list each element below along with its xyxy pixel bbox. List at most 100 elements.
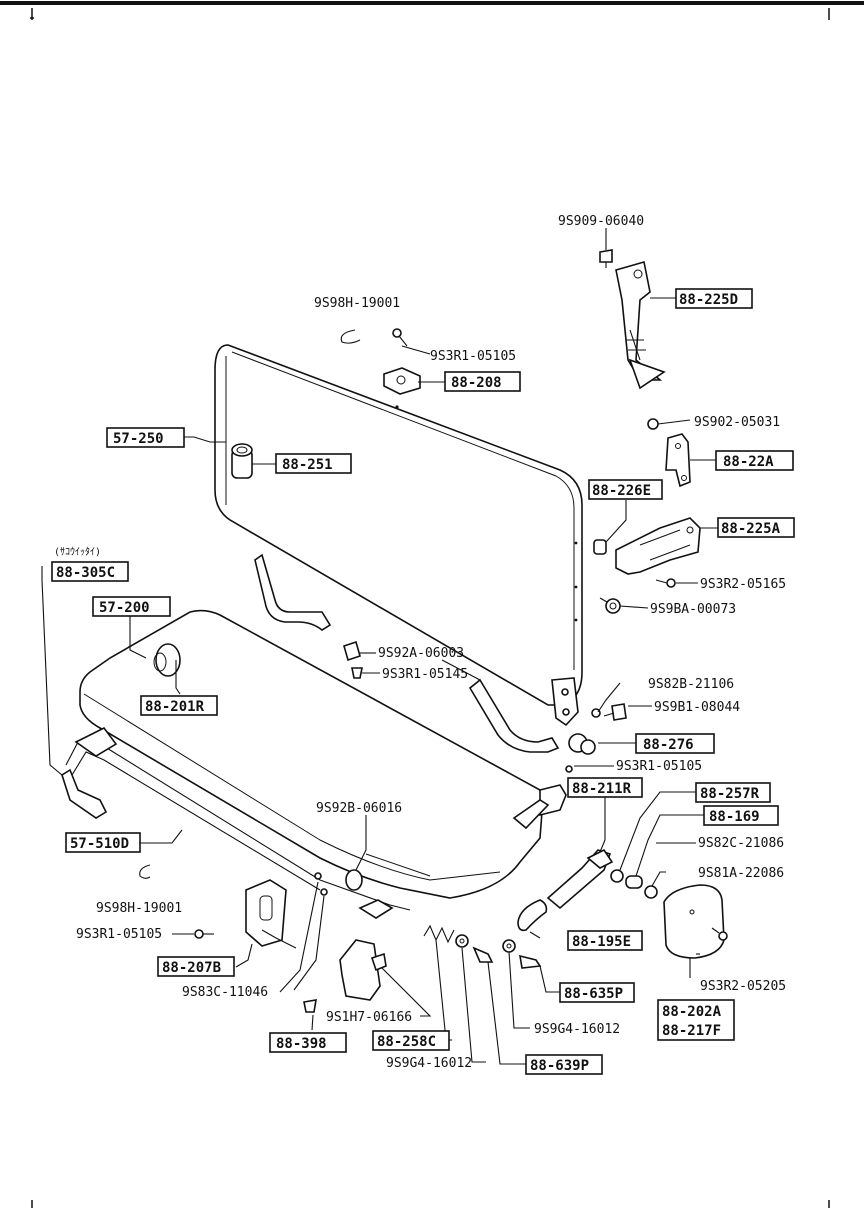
seat-back [214,344,583,706]
part-number: 9S909-06040 [558,214,644,229]
strap-bracket-icon [615,260,666,390]
svg-text:88-226E: 88-226E [592,483,651,499]
hinge-cap-icon [153,643,181,677]
label-88-202A-217F: 88-202A 88-217F [657,999,735,1041]
part-number: 9S98H-19001 [96,901,182,916]
screw-icon [351,667,363,679]
bracket-225a-icon [615,517,701,575]
svg-text:88-639P: 88-639P [530,1058,589,1074]
label-57-200: 57-200 [92,596,171,617]
part-number: 9S3R1-05105 [430,349,516,364]
label-88-22A: 88-22A [715,450,794,471]
svg-text:88-635P: 88-635P [564,986,623,1002]
mount-bracket-icon [339,899,394,1001]
leader-lines [41,228,718,1065]
part-number: 9S92A-06003 [378,646,464,661]
clip-icon [383,367,421,395]
part-number: 9S3R1-05105 [76,927,162,942]
part-number: 9S83C-11046 [182,985,268,1000]
label-88-635P: 88-635P [559,982,635,1003]
bracket-22a-icon [665,433,691,488]
label-88-398: 88-398 [269,1032,347,1053]
svg-text:88-22A: 88-22A [723,454,774,470]
svg-text:57-250: 57-250 [113,431,164,447]
part-number: 9S9B1-08044 [654,700,740,715]
hinge-cap-icon [231,443,253,479]
screw-icon [565,703,627,773]
part-number: 9S9G4-16012 [386,1056,472,1071]
part-number: 9S81A-22086 [698,866,784,881]
hinge-lever-icon [512,799,614,910]
bolt-icon [472,946,542,969]
label-88-169: 88-169 [703,805,779,826]
part-number-group: (ｻｺｳｲｯﾀｲ) 9S909-06040 9S98H-19001 9S3R1-… [54,214,786,1071]
label-88-639P: 88-639P [525,1054,603,1075]
part-number: 9S9BA-00073 [650,602,736,617]
svg-text:88-225A: 88-225A [721,521,781,537]
label-88-251: 88-251 [275,453,352,474]
part-number: 9S82C-21086 [698,836,784,851]
screw-icon [655,578,676,588]
bumper-icon [345,869,363,891]
seat-cushion [79,609,543,899]
pin-icon [303,999,317,1013]
svg-text:88-217F: 88-217F [662,1023,721,1039]
boxed-label-group: 88-225D 88-208 57-250 88-251 88-22A 88-2… [51,288,795,1075]
part-number: 9S3R2-05165 [700,577,786,592]
label-88-207B: 88-207B [157,956,235,977]
nut-icon [647,418,659,430]
part-number: 9S9G4-16012 [534,1022,620,1037]
label-88-257R: 88-257R [695,782,771,803]
svg-text:88-169: 88-169 [709,809,760,825]
part-number: 9S3R2-05205 [700,979,786,994]
svg-text:88-211R: 88-211R [572,781,632,797]
screw-icon [711,927,728,941]
svg-text:57-200: 57-200 [99,600,150,616]
ring-clip-icon [340,329,361,344]
bolt-washer-icon [599,597,621,614]
label-88-305C: 88-305C [51,561,129,582]
bushing-icon [593,539,607,555]
svg-text:88-202A: 88-202A [662,1004,722,1020]
screw-icon [194,929,214,939]
part-number: 9S3R1-05145 [382,667,468,682]
svg-text:57-510D: 57-510D [70,836,129,852]
hinge-cover-icon [663,884,725,959]
label-88-208: 88-208 [444,371,521,392]
label-88-195E: 88-195E [567,930,643,951]
svg-text:88-251: 88-251 [282,457,333,473]
release-handle-icon [517,899,548,932]
label-88-258C: 88-258C [372,1030,450,1051]
part-number: 9S98H-19001 [314,296,400,311]
svg-text:88-207B: 88-207B [162,960,221,976]
bolt-icon [599,249,613,268]
ring-clip-icon [139,864,151,879]
part-number: 9S82B-21106 [648,677,734,692]
label-88-276: 88-276 [635,733,715,754]
svg-text:88-257R: 88-257R [700,786,760,802]
spacer-icon [610,869,658,899]
cap-icon [568,733,596,755]
label-88-225D: 88-225D [675,288,753,309]
svg-text:88-258C: 88-258C [377,1034,436,1050]
svg-text:88-225D: 88-225D [679,292,738,308]
seat-back-frame-legs [254,553,579,753]
side-bracket-icon [245,879,287,947]
label-88-211R: 88-211R [567,777,643,798]
small-washers-icon [314,872,328,896]
part-number: 9S902-05031 [694,415,780,430]
label-88-225A: 88-225A [717,517,795,538]
screw-icon [392,328,408,347]
label-57-510D: 57-510D [65,832,141,853]
label-57-250: 57-250 [106,427,185,448]
part-number: 9S1H7-06166 [326,1010,412,1025]
svg-text:88-195E: 88-195E [572,934,631,950]
svg-text:88-276: 88-276 [643,737,694,753]
svg-text:88-398: 88-398 [276,1036,327,1052]
japanese-note: (ｻｺｳｲｯﾀｲ) [54,546,101,558]
bumper-icon [343,640,361,662]
part-number: 9S92B-06016 [316,801,402,816]
svg-text:88-208: 88-208 [451,375,502,391]
